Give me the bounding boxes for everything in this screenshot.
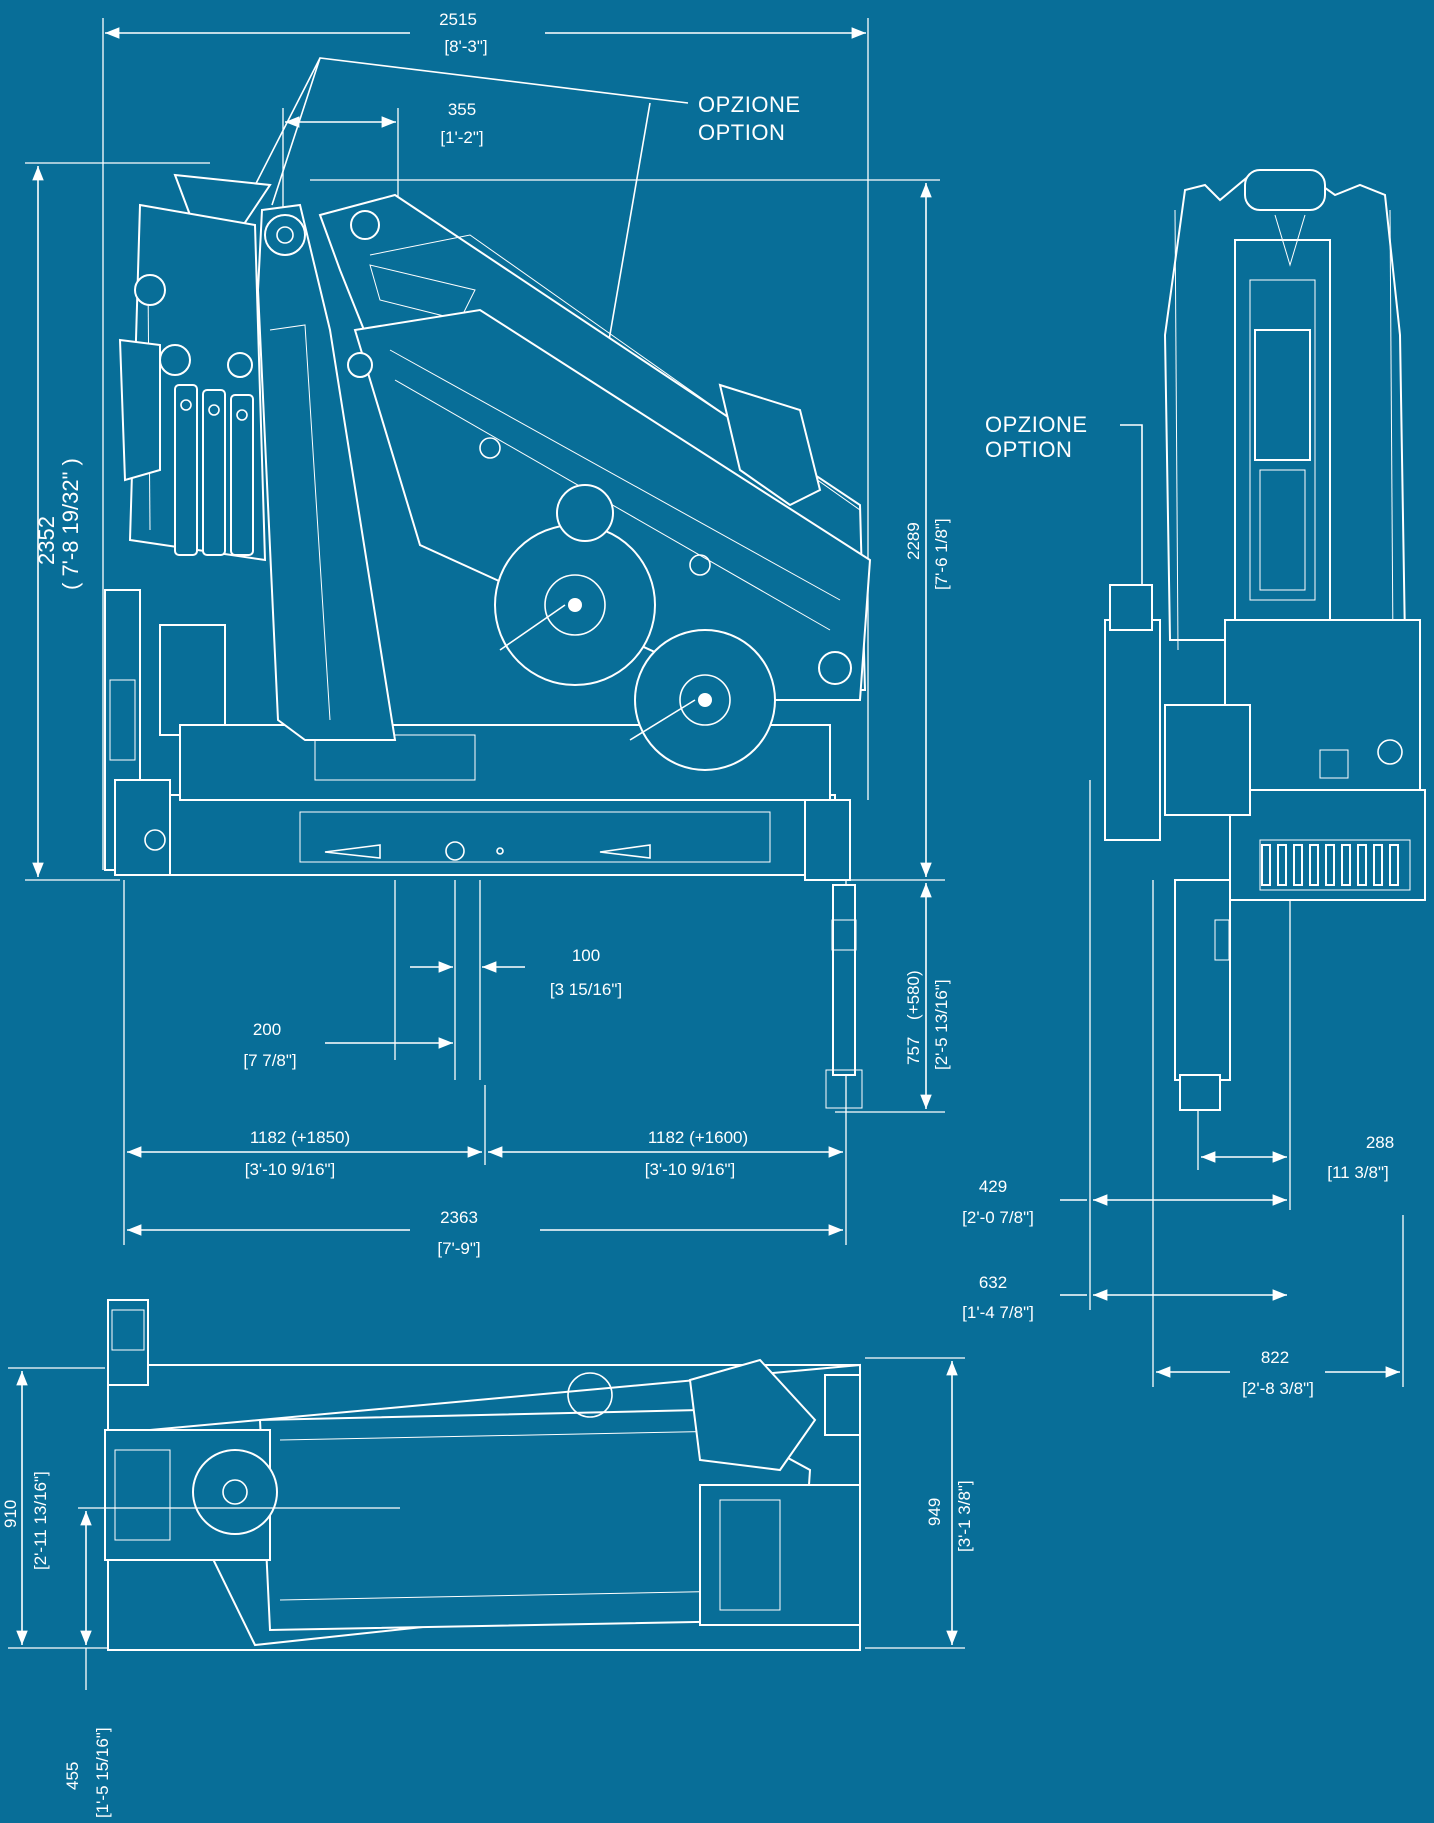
control-levers (1259, 839, 1411, 891)
dim-288-mm: 288 (1366, 1133, 1394, 1152)
dimension-100: 100 [3 15/16"] (410, 880, 622, 1080)
overall-height-mm: 2352 (34, 516, 59, 565)
dim-822-mm: 822 (1261, 1348, 1289, 1367)
side-view: 2515 [8'-3"] 355 [1'-2"] OPZIONE OPTION … (25, 10, 951, 1258)
dimension-200: 200 [7 7/8"] (243, 880, 453, 1070)
folded-height-mm: 2289 (904, 522, 923, 560)
outrigger-left-imperial: [3'-10 9/16"] (245, 1160, 336, 1179)
dim-200-imperial: [7 7/8"] (243, 1051, 296, 1070)
top-view: 910 [2'-11 13/16"] 949 [3'-1 3/8"] 455 [… (1, 1299, 974, 1818)
dimension-column-offset: 355 [1'-2"] (282, 100, 484, 210)
option-label-it-front: OPZIONE (985, 412, 1088, 437)
dimension-overall-height: 2352 ( 7'-8 19/32" ) (25, 162, 210, 881)
stabilizer-drop-extra: (+580) (904, 970, 923, 1020)
dim-200-mm: 200 (253, 1020, 281, 1039)
option-label-en-front: OPTION (985, 437, 1072, 462)
dim-910-mm: 910 (1, 1500, 20, 1528)
outrigger-right-mm: 1182 (+1600) (648, 1128, 748, 1147)
dimension-822: 822 [2'-8 3/8"] (1152, 880, 1404, 1398)
overall-length-imperial: [8'-3"] (444, 37, 487, 56)
dim-632-mm: 632 (979, 1273, 1007, 1292)
dim-100-imperial: [3 15/16"] (550, 980, 622, 999)
dim-100-mm: 100 (572, 946, 600, 965)
crane-front-illustration (1104, 168, 1426, 1111)
dimension-288: 288 [11 3/8"] (1197, 900, 1394, 1210)
dim-429-imperial: [2'-0 7/8"] (962, 1208, 1034, 1227)
dim-288-imperial: [11 3/8"] (1327, 1163, 1388, 1182)
column-offset-imperial: [1'-2"] (440, 128, 483, 147)
overall-length-mm: 2515 (439, 10, 477, 29)
dimension-folded-height: 2289 [7'-6 1/8"] (310, 179, 951, 881)
dim-910-imperial: [2'-11 13/16"] (31, 1471, 50, 1570)
dim-455-imperial: [1'-5 15/16"] (93, 1727, 112, 1818)
dim-632-imperial: [1'-4 7/8"] (962, 1303, 1034, 1322)
dim-822-imperial: [2'-8 3/8"] (1242, 1379, 1314, 1398)
dim-949-imperial: [3'-1 3/8"] (955, 1480, 974, 1552)
dim-429-mm: 429 (979, 1177, 1007, 1196)
option-callout-front: OPZIONE OPTION (985, 412, 1143, 590)
outrigger-right-imperial: [3'-10 9/16"] (645, 1160, 736, 1179)
dim-949-mm: 949 (925, 1498, 944, 1526)
overall-height-imperial: ( 7'-8 19/32" ) (58, 458, 83, 590)
dimension-910: 910 [2'-11 13/16"] (1, 1367, 108, 1649)
outrigger-left-mm: 1182 (+1850) (250, 1128, 350, 1147)
option-label-en: OPTION (698, 120, 785, 145)
stabilizer-drop-mm: 757 (904, 1037, 923, 1065)
crane-top-illustration (104, 1299, 861, 1651)
dimension-outriggers: 1182 (+1850) [3'-10 9/16"] 1182 (+1600) … (123, 880, 847, 1245)
front-view: OPZIONE OPTION (962, 168, 1426, 1398)
dimension-455: 455 [1'-5 15/16"] (63, 1507, 400, 1818)
column-offset-mm: 355 (448, 100, 476, 119)
base-width-mm: 2363 (440, 1208, 478, 1227)
dimension-429: 429 [2'-0 7/8"] (962, 780, 1287, 1310)
dim-455-mm: 455 (63, 1762, 82, 1790)
dimension-949: 949 [3'-1 3/8"] (865, 1357, 974, 1649)
crane-side-illustration (104, 173, 872, 1109)
dimension-overall-length: 2515 [8'-3"] (102, 10, 869, 870)
folded-height-imperial: [7'-6 1/8"] (932, 518, 951, 590)
dimension-stabilizer-drop: 757 (+580) [2'-5 13/16"] (835, 883, 951, 1113)
dimension-632: 632 [1'-4 7/8"] (962, 1273, 1287, 1322)
option-label-it: OPZIONE (698, 92, 801, 117)
dimension-base-width: 2363 [7'-9"] (127, 1208, 843, 1258)
option-callout-side: OPZIONE OPTION (244, 57, 801, 509)
base-width-imperial: [7'-9"] (437, 1239, 480, 1258)
stabilizer-drop-imperial: [2'-5 13/16"] (932, 979, 951, 1070)
